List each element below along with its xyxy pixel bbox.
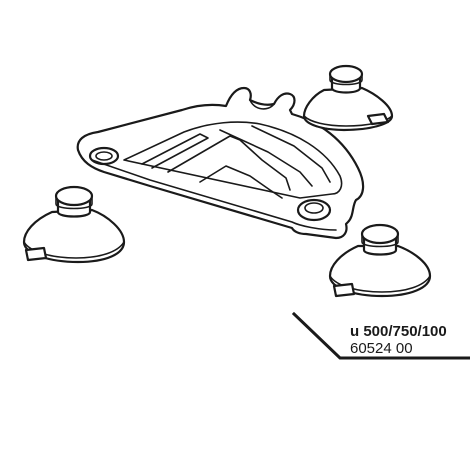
bracket-slat-1 (141, 133, 209, 169)
cup-knob-side (55, 195, 93, 210)
suction-cup-left (22, 185, 126, 264)
cup-body (22, 208, 126, 264)
part-number: 60524 00 (350, 340, 413, 357)
cup-rim (329, 275, 431, 293)
cup-tab (366, 112, 390, 126)
cup-body (328, 244, 432, 298)
suction-cup-top-right (302, 64, 394, 132)
bracket-top-clip (249, 99, 275, 110)
cup-tab (332, 282, 356, 298)
bracket-left-hole-inner (95, 151, 113, 161)
bracket-inner-frame (123, 121, 343, 199)
cup-tab (24, 246, 48, 262)
bracket-slat-2 (167, 135, 291, 191)
bracket-rim (91, 159, 337, 231)
model-label: u 500/750/100 (350, 323, 447, 340)
bracket-outline (76, 86, 365, 240)
bracket-right-hole-inner (304, 202, 324, 214)
cup-knob-side (361, 233, 399, 248)
leader-line (291, 311, 470, 360)
cup-knob (54, 185, 94, 207)
bracket-slat-4 (219, 129, 313, 187)
holder-bracket (76, 86, 365, 240)
cup-knob-side (329, 73, 363, 86)
cup-knob (328, 64, 364, 84)
bracket-slat-5 (251, 125, 331, 183)
cup-knob (360, 223, 400, 245)
suction-cup-bottom-right (328, 223, 432, 298)
bracket-slat-3 (199, 165, 283, 199)
